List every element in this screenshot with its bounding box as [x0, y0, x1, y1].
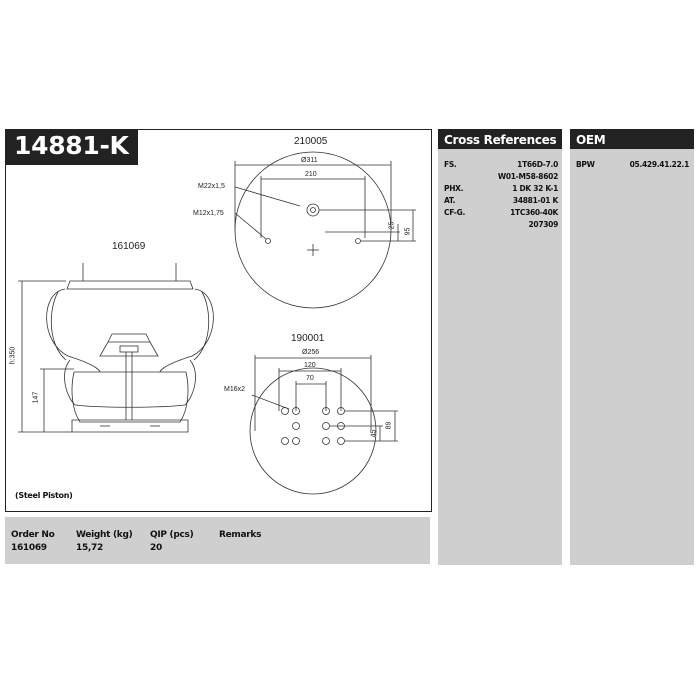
xref-code-cfg-2: 207309 [528, 220, 558, 229]
top-spacing-label: 210 [305, 171, 317, 178]
xref-code-cfg-1: 1TC360-40K [510, 208, 558, 217]
xref-code-at: 34881-01 K [512, 196, 558, 205]
top-thread-small-label: M12x1,75 [193, 210, 224, 217]
part-number-banner [5, 129, 138, 165]
oem-brand-bpw: BPW [576, 160, 595, 169]
order-info-bar [5, 517, 430, 564]
height-label: h:350 [9, 346, 17, 365]
xref-code-fs-2: W01-M58-8602 [497, 172, 558, 181]
weight-value: 15,72 [76, 543, 103, 553]
top-view-label: 210005 [294, 136, 328, 147]
piston-height-label: 147 [32, 391, 40, 404]
bottom-view-label: 190001 [291, 333, 325, 344]
xref-brand-fs: FS. [444, 160, 457, 169]
bottom-thread-label: M16x2 [224, 386, 246, 393]
piston-top [99, 341, 159, 357]
bottom-plate-outline [249, 367, 377, 495]
xref-brand-phx: PHX. [444, 184, 464, 193]
piston-base [71, 419, 189, 433]
oem-title: OEM [570, 129, 694, 149]
order-no-value: 161069 [11, 543, 47, 553]
cross-references-panel [438, 129, 562, 565]
weight-header: Weight (kg) [76, 530, 133, 540]
xref-brand-at: AT. [444, 196, 456, 205]
top-center-stud [306, 203, 320, 217]
bottom-spacing-inner-label: 70 [306, 375, 314, 382]
qip-value: 20 [150, 543, 162, 553]
bottom-spacing-outer-label: 120 [304, 362, 316, 369]
remarks-header: Remarks [219, 530, 262, 540]
side-view-label: 161069 [112, 241, 146, 252]
top-thread-large-label: M22x1,5 [198, 183, 225, 190]
oem-code-bpw: 05.429.41.22.1 [629, 160, 690, 169]
top-offset-small-label: 25 [388, 221, 396, 230]
bottom-diameter-label: Ø256 [302, 349, 320, 356]
top-diameter-label: Ø311 [301, 157, 318, 164]
xref-brand-cfg: CF-G. [444, 208, 466, 217]
top-left-stud [265, 238, 271, 244]
xref-code-phx: 1 DK 32 K-1 [512, 184, 558, 193]
order-no-header: Order No [11, 530, 55, 540]
xref-code-fs-1: 1T66D-7.0 [517, 160, 558, 169]
oem-panel [570, 129, 694, 565]
drawing-frame [5, 129, 432, 512]
bottom-offset-large-label: 89 [385, 421, 393, 430]
part-number: 14881-K [14, 131, 129, 160]
piston-note: (Steel Piston) [15, 491, 73, 500]
top-right-stud [355, 238, 361, 244]
top-plate-side [66, 280, 194, 290]
cross-references-title: Cross References [438, 129, 562, 149]
qip-header: QIP (pcs) [150, 530, 194, 540]
top-offset-large-label: 95 [404, 227, 412, 236]
bottom-offset-small-label: 45 [370, 429, 378, 438]
